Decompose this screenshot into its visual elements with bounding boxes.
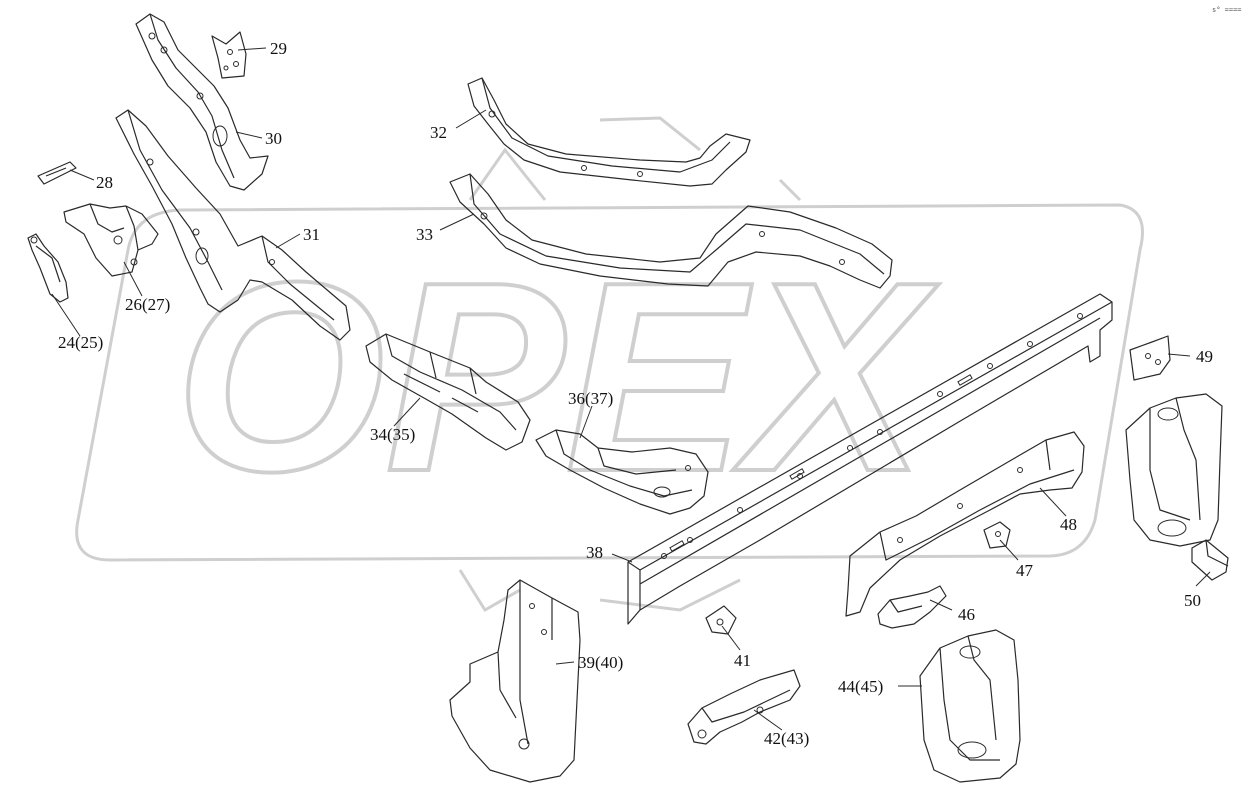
label-28: 28: [96, 173, 113, 192]
part-47: [983, 521, 1011, 549]
part-32: [467, 77, 751, 187]
label-39-40: 39(40): [578, 653, 623, 672]
label-26-27: 26(27): [125, 295, 170, 314]
part-31: [115, 109, 351, 341]
label-30: 30: [265, 129, 282, 148]
part-29: [211, 31, 247, 79]
label-44-45: 44(45): [838, 677, 883, 696]
part-labels: 24(25) 26(27) 28 29 30 31 32 33 34(35) 3…: [58, 39, 1213, 748]
label-32: 32: [430, 123, 447, 142]
label-48: 48: [1060, 515, 1077, 534]
part-39-40: [449, 579, 581, 783]
label-41: 41: [734, 651, 751, 670]
part-48: [845, 431, 1085, 617]
label-50: 50: [1184, 591, 1201, 610]
part-46: [877, 585, 947, 629]
part-41: [705, 605, 737, 635]
part-28: [37, 161, 77, 185]
part-34-35: [365, 333, 531, 451]
label-31: 31: [303, 225, 320, 244]
label-24-25: 24(25): [58, 333, 103, 352]
leader-lines: [51, 47, 1211, 731]
part-42-43: [687, 669, 801, 745]
rail-holes: [661, 313, 1083, 559]
part-30: [135, 13, 269, 191]
part-bracket-right: [1125, 393, 1223, 547]
label-36-37: 36(37): [568, 389, 613, 408]
part-36-37: [535, 429, 709, 515]
label-33: 33: [416, 225, 433, 244]
label-49: 49: [1196, 347, 1213, 366]
part-44-45: [919, 629, 1021, 783]
part-26-27: [63, 203, 159, 277]
label-46: 46: [958, 605, 975, 624]
part-50: [1191, 539, 1229, 581]
watermark-text: OPEX: [175, 227, 939, 528]
part-24-25: [27, 233, 69, 303]
part-38: [627, 293, 1113, 625]
watermark: OPEX: [75, 116, 1144, 613]
corner-code: s° ====: [1212, 6, 1242, 14]
label-34-35: 34(35): [370, 425, 415, 444]
label-29: 29: [270, 39, 287, 58]
label-47: 47: [1016, 561, 1034, 580]
part-33: [449, 173, 893, 289]
label-42-43: 42(43): [764, 729, 809, 748]
label-38: 38: [586, 543, 603, 562]
part-49: [1129, 335, 1171, 381]
